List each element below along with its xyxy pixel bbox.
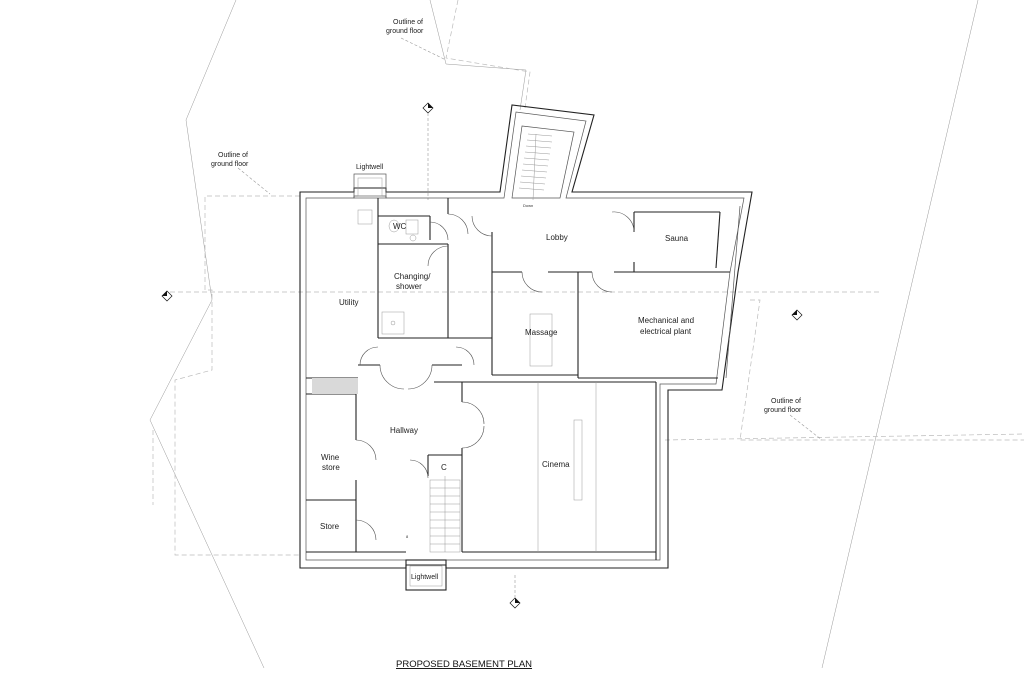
note-lightwell-bottom: Lightwell [411,574,439,581]
room-label-wine-store-2: store [322,463,340,472]
note-outline-left-1: Outline of [218,152,248,159]
room-label-hallway: Hallway [390,426,418,435]
section-marker-right-icon [791,309,803,321]
utility-sink [357,209,373,225]
shower-tray [381,311,405,335]
ground-floor-outline [152,0,1024,556]
room-label-lobby: Lobby [546,233,568,242]
lower-stair: 8 [406,476,461,553]
plan-notes: Outline of ground floor Outline of groun… [211,19,802,581]
room-label-changing-2: shower [396,282,422,291]
lightwell-bottom [405,559,447,591]
cinema-seating-lines [537,382,597,552]
section-marker-top-icon [422,102,434,114]
room-label-mechanical-2: electrical plant [640,327,692,336]
section-marker-left-icon [161,290,173,302]
massage-table [529,313,553,367]
room-label-wine-store-1: Wine [321,453,340,462]
site-boundary-lines [149,0,979,669]
stair-tower: Down [511,125,575,208]
upper-stair-label: Down [523,203,533,208]
note-outline-left-2: ground floor [211,161,249,168]
room-label-c: C [441,463,447,472]
room-labels: WC Lobby Sauna Changing/ shower Utility … [320,222,694,531]
room-label-massage: Massage [525,328,558,337]
wc-fixtures [388,219,419,242]
upper-stair-treads [518,133,553,201]
room-label-wc: WC [393,222,407,231]
note-outline-right-2: ground floor [764,407,802,414]
section-markers [161,102,803,609]
room-label-utility: Utility [339,298,359,307]
room-label-changing-1: Changing/ [394,272,431,281]
utility-plinth [312,378,358,394]
interior-walls [306,198,730,560]
note-lightwell-top: Lightwell [356,164,384,171]
room-label-mechanical-1: Mechanical and [638,316,694,325]
note-outline-right-1: Outline of [771,398,801,405]
note-outline-top-1: Outline of [393,19,423,26]
section-marker-bottom-icon [509,597,521,609]
room-label-store: Store [320,522,340,531]
plan-title: PROPOSED BASEMENT PLAN [396,659,532,670]
note-outline-top-2: ground floor [386,28,424,35]
lower-stair-label: 8 [406,534,409,539]
door-swings [355,211,635,541]
lightwell-top [353,173,387,199]
room-label-sauna: Sauna [665,234,689,243]
note-leaders [237,37,823,441]
room-label-cinema: Cinema [542,460,570,469]
